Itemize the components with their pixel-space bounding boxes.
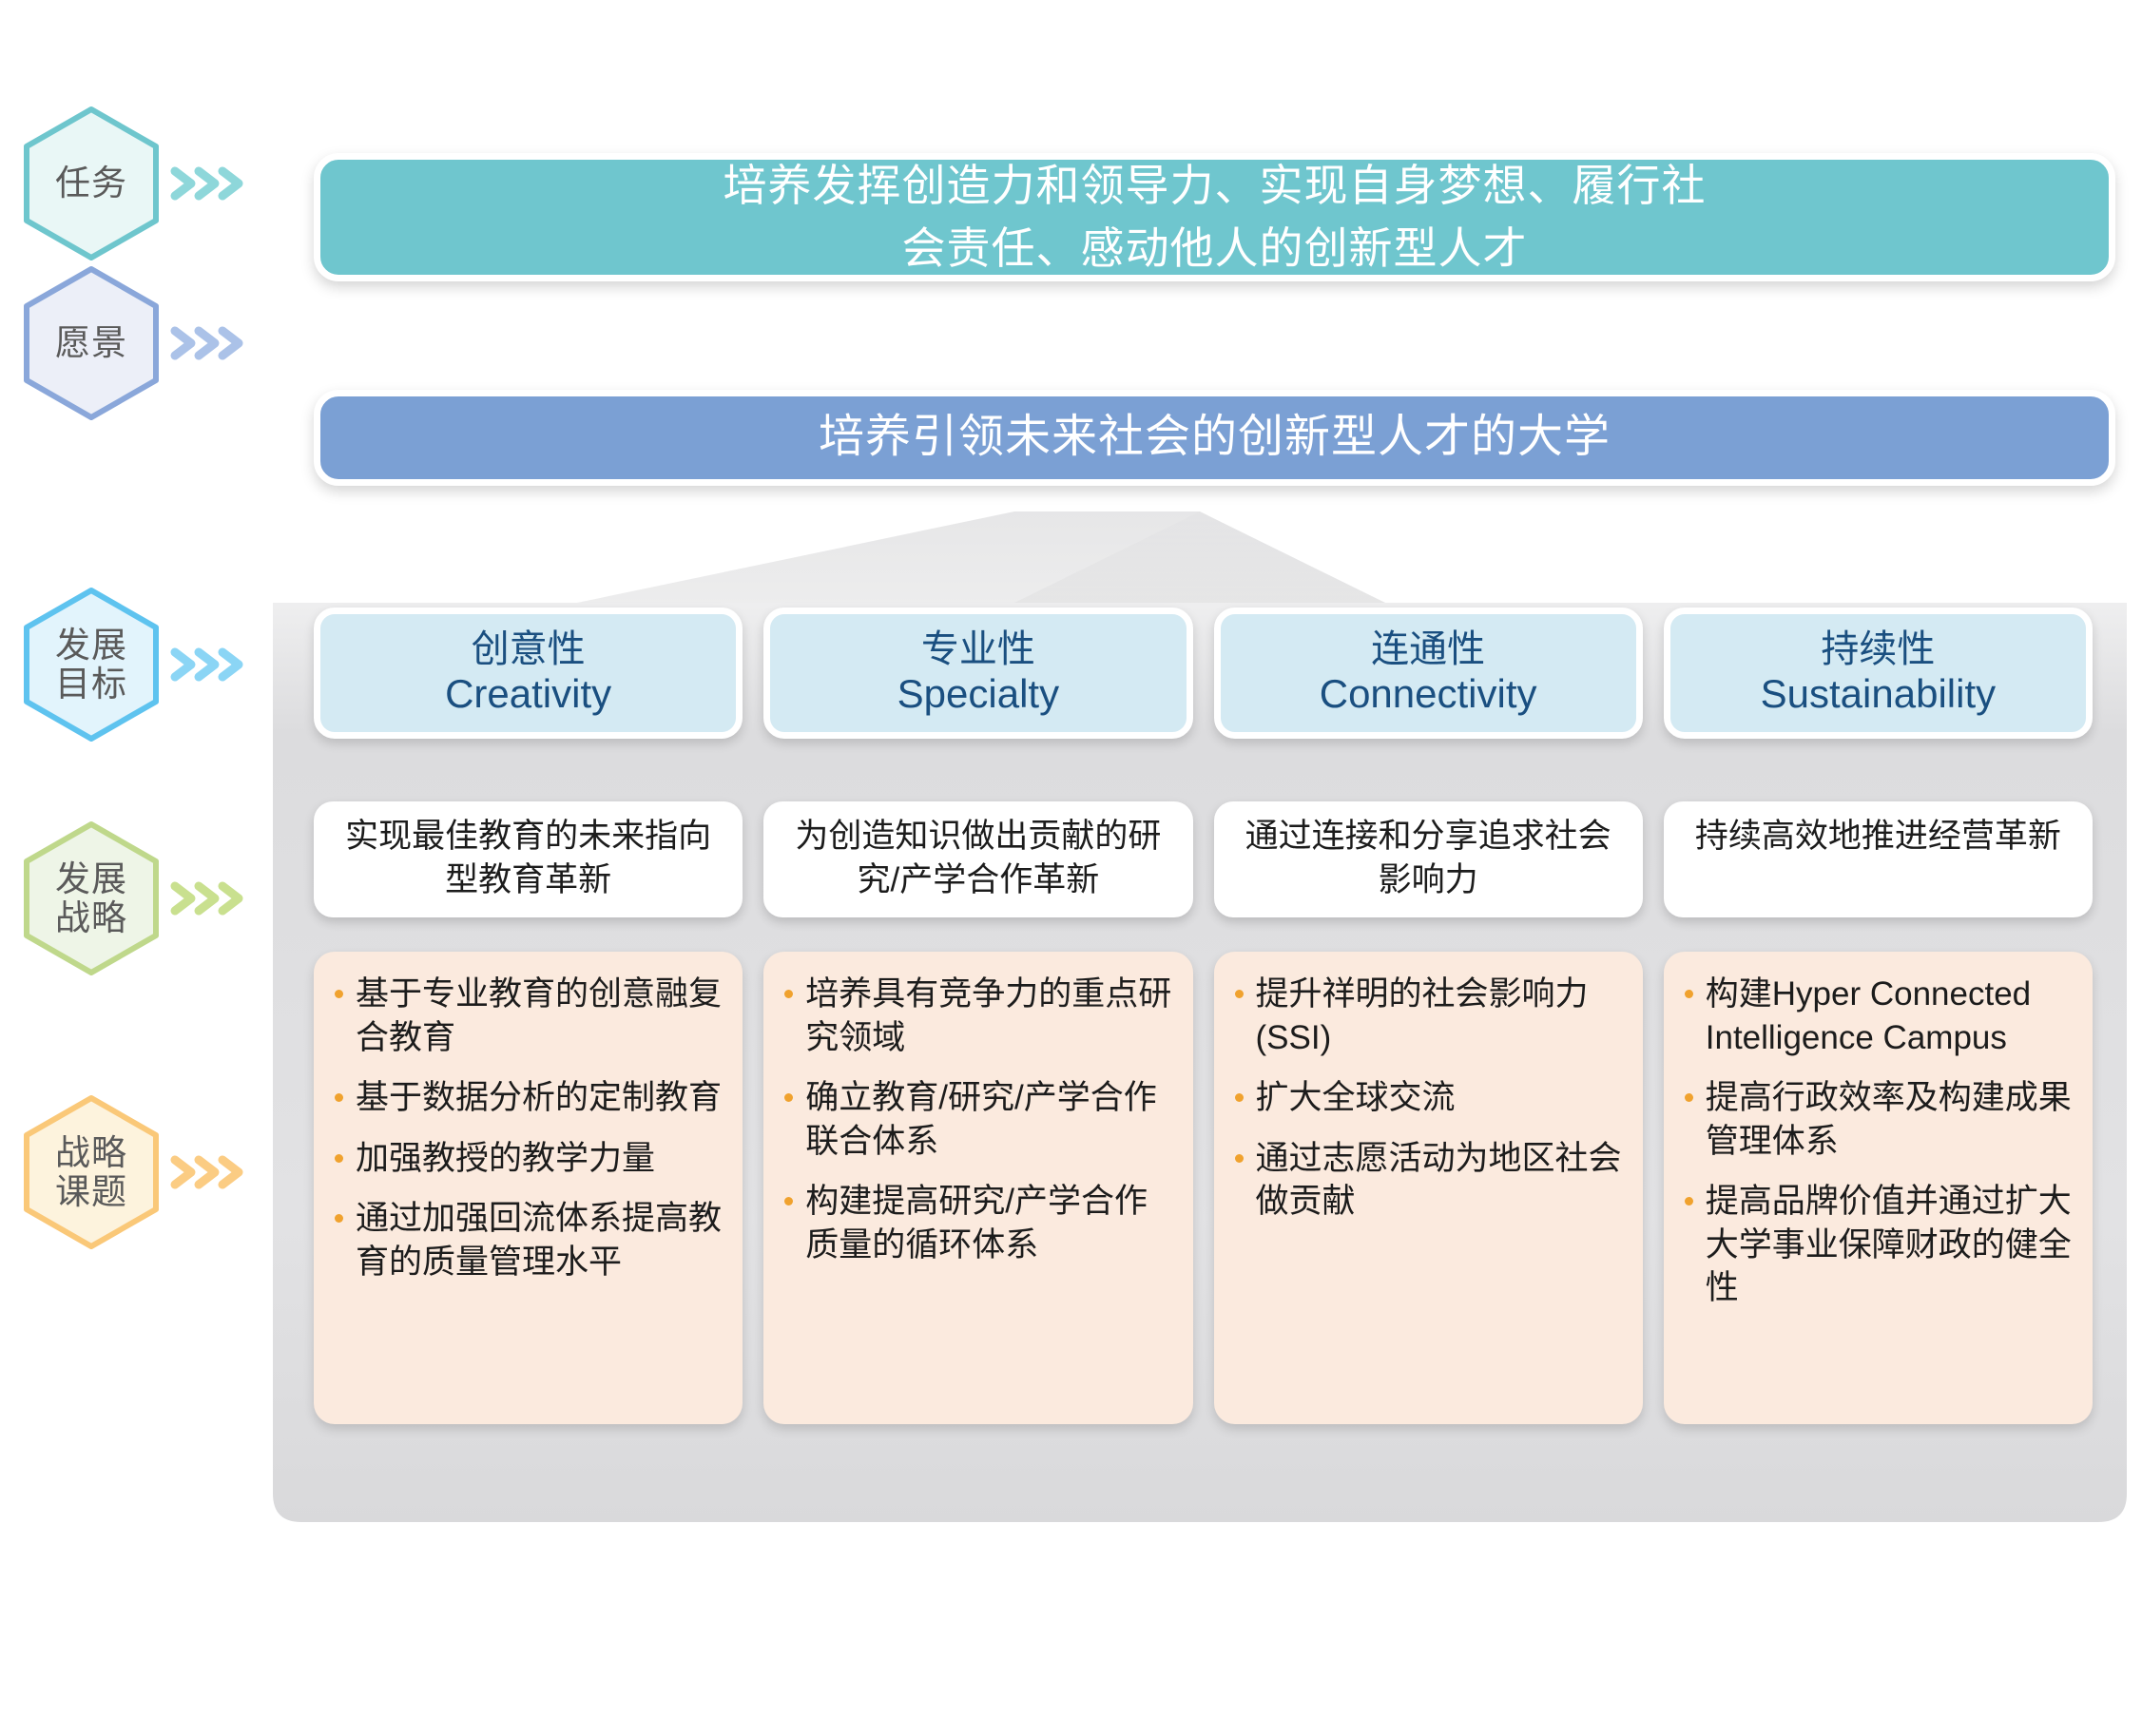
goal-label-en: Connectivity [1319, 671, 1537, 717]
list-item: 通过志愿活动为地区社会做贡献 [1224, 1137, 1630, 1224]
chevron-triple-icon [167, 637, 245, 692]
hexagon-shape-icon [24, 821, 159, 975]
rail-row-development-strategy: 发展 战略 [0, 820, 285, 977]
rail-row-development-goal: 发展 目标 [0, 586, 285, 743]
goal-label-cn: 创意性 [471, 627, 586, 670]
list-item: 提升祥明的社会影响力(SSI) [1224, 973, 1630, 1059]
hexagon-shape-icon [24, 588, 159, 742]
strategy-card-connectivity[interactable]: 通过连接和分享追求社会影响力 [1213, 801, 1643, 917]
strategy-card-specialty[interactable]: 为创造知识做出贡献的研究/产学合作革新 [763, 801, 1193, 917]
task-col-creativity: 基于专业教育的创意融复合教育 基于数据分析的定制教育 加强教授的教学力量 通过加… [314, 952, 743, 1424]
task-card-creativity[interactable]: 基于专业教育的创意融复合教育 基于数据分析的定制教育 加强教授的教学力量 通过加… [314, 952, 743, 1424]
development-goal-row: 创意性 Creativity 专业性 Specialty 连通性 Connect… [314, 608, 2093, 739]
hexagon-shape-icon [24, 106, 159, 260]
panel-content: 创意性 Creativity 专业性 Specialty 连通性 Connect… [314, 608, 2093, 1507]
hexagon-shape-icon [24, 1095, 159, 1249]
goal-card-creativity[interactable]: 创意性 Creativity [314, 608, 743, 739]
list-item: 确立教育/研究/产学合作联合体系 [773, 1076, 1179, 1163]
task-list: 培养具有竞争力的重点研究领域 确立教育/研究/产学合作联合体系 构建提高研究/产… [773, 973, 1179, 1266]
strategy-card-creativity[interactable]: 实现最佳教育的未来指向型教育革新 [314, 801, 743, 917]
goal-card-sustainability[interactable]: 持续性 Sustainability [1663, 608, 2093, 739]
rail-row-strategic-task: 战略 课题 [0, 1093, 285, 1251]
task-list: 基于专业教育的创意融复合教育 基于数据分析的定制教育 加强教授的教学力量 通过加… [323, 973, 729, 1283]
hexagon-label: 任务 [55, 164, 127, 203]
strategy-col-specialty: 为创造知识做出贡献的研究/产学合作革新 [763, 801, 1193, 917]
list-item: 扩大全球交流 [1224, 1076, 1630, 1120]
task-card-sustainability[interactable]: 构建Hyper Connected Intelligence Campus 提高… [1663, 952, 2093, 1424]
goal-label-en: Creativity [445, 671, 612, 717]
strategic-task-row: 基于专业教育的创意融复合教育 基于数据分析的定制教育 加强教授的教学力量 通过加… [314, 952, 2093, 1424]
list-item: 构建Hyper Connected Intelligence Campus [1673, 973, 2079, 1059]
hexagon-mission: 任务 [21, 105, 162, 262]
strategy-col-connectivity: 通过连接和分享追求社会影响力 [1213, 801, 1643, 917]
task-list: 提升祥明的社会影响力(SSI) 扩大全球交流 通过志愿活动为地区社会做贡献 [1224, 973, 1630, 1224]
goal-label-cn: 专业性 [920, 627, 1035, 670]
goal-label-cn: 连通性 [1371, 627, 1486, 670]
strategy-col-sustainability: 持续高效地推进经营革新 [1663, 801, 2093, 917]
hexagon-label: 发展 战略 [55, 858, 127, 937]
list-item: 提高品牌价值并通过扩大大学事业保障财政的健全性 [1673, 1180, 2079, 1310]
task-col-sustainability: 构建Hyper Connected Intelligence Campus 提高… [1663, 952, 2093, 1424]
list-item: 加强教授的教学力量 [323, 1137, 729, 1181]
chevron-triple-icon [167, 316, 245, 371]
task-col-connectivity: 提升祥明的社会影响力(SSI) 扩大全球交流 通过志愿活动为地区社会做贡献 [1213, 952, 1643, 1424]
chevron-triple-icon [167, 156, 245, 211]
list-item: 构建提高研究/产学合作质量的循环体系 [773, 1180, 1179, 1266]
goal-card-connectivity[interactable]: 连通性 Connectivity [1213, 608, 1643, 739]
hexagon-development-goal: 发展 目标 [21, 586, 162, 743]
task-col-specialty: 培养具有竞争力的重点研究领域 确立教育/研究/产学合作联合体系 构建提高研究/产… [763, 952, 1193, 1424]
hexagon-label: 战略 课题 [55, 1132, 127, 1211]
list-item: 基于专业教育的创意融复合教育 [323, 973, 729, 1059]
list-item: 基于数据分析的定制教育 [323, 1076, 729, 1120]
column-connectivity: 连通性 Connectivity [1213, 608, 1643, 739]
column-sustainability: 持续性 Sustainability [1663, 608, 2093, 739]
chevron-triple-icon [167, 1145, 245, 1200]
list-item: 通过加强回流体系提高教育的质量管理水平 [323, 1197, 729, 1283]
goal-label-cn: 持续性 [1821, 627, 1936, 670]
task-card-connectivity[interactable]: 提升祥明的社会影响力(SSI) 扩大全球交流 通过志愿活动为地区社会做贡献 [1213, 952, 1643, 1424]
goal-card-specialty[interactable]: 专业性 Specialty [763, 608, 1193, 739]
development-strategy-row: 实现最佳教育的未来指向型教育革新 为创造知识做出贡献的研究/产学合作革新 通过连… [314, 801, 2093, 917]
task-list: 构建Hyper Connected Intelligence Campus 提高… [1673, 973, 2079, 1310]
stage-label-rail: 任务 愿景 [0, 0, 285, 1736]
hexagon-shape-icon [24, 266, 159, 420]
list-item: 培养具有竞争力的重点研究领域 [773, 973, 1179, 1059]
goal-panel: 创意性 Creativity 专业性 Specialty 连通性 Connect… [273, 511, 2127, 1522]
hexagon-label: 发展 目标 [55, 625, 127, 704]
task-card-specialty[interactable]: 培养具有竞争力的重点研究领域 确立教育/研究/产学合作联合体系 构建提高研究/产… [763, 952, 1193, 1424]
vision-banner: 培养引领未来社会的创新型人才的大学 [314, 390, 2115, 486]
hexagon-label: 愿景 [55, 323, 127, 363]
strategy-col-creativity: 实现最佳教育的未来指向型教育革新 [314, 801, 743, 917]
goal-label-en: Specialty [897, 671, 1060, 717]
list-item: 提高行政效率及构建成果管理体系 [1673, 1076, 2079, 1163]
chevron-triple-icon [167, 871, 245, 926]
goal-label-en: Sustainability [1760, 671, 1997, 717]
rail-row-vision: 愿景 [0, 264, 285, 422]
hexagon-vision: 愿景 [21, 264, 162, 422]
strategy-card-sustainability[interactable]: 持续高效地推进经营革新 [1663, 801, 2093, 917]
hexagon-strategic-task: 战略 课题 [21, 1093, 162, 1251]
mission-banner: 培养发挥创造力和领导力、实现自身梦想、履行社 会责任、感动他人的创新型人才 [314, 153, 2115, 281]
rail-row-mission: 任务 [0, 105, 285, 262]
column-creativity: 创意性 Creativity [314, 608, 743, 739]
column-specialty: 专业性 Specialty [763, 608, 1193, 739]
hexagon-development-strategy: 发展 战略 [21, 820, 162, 977]
